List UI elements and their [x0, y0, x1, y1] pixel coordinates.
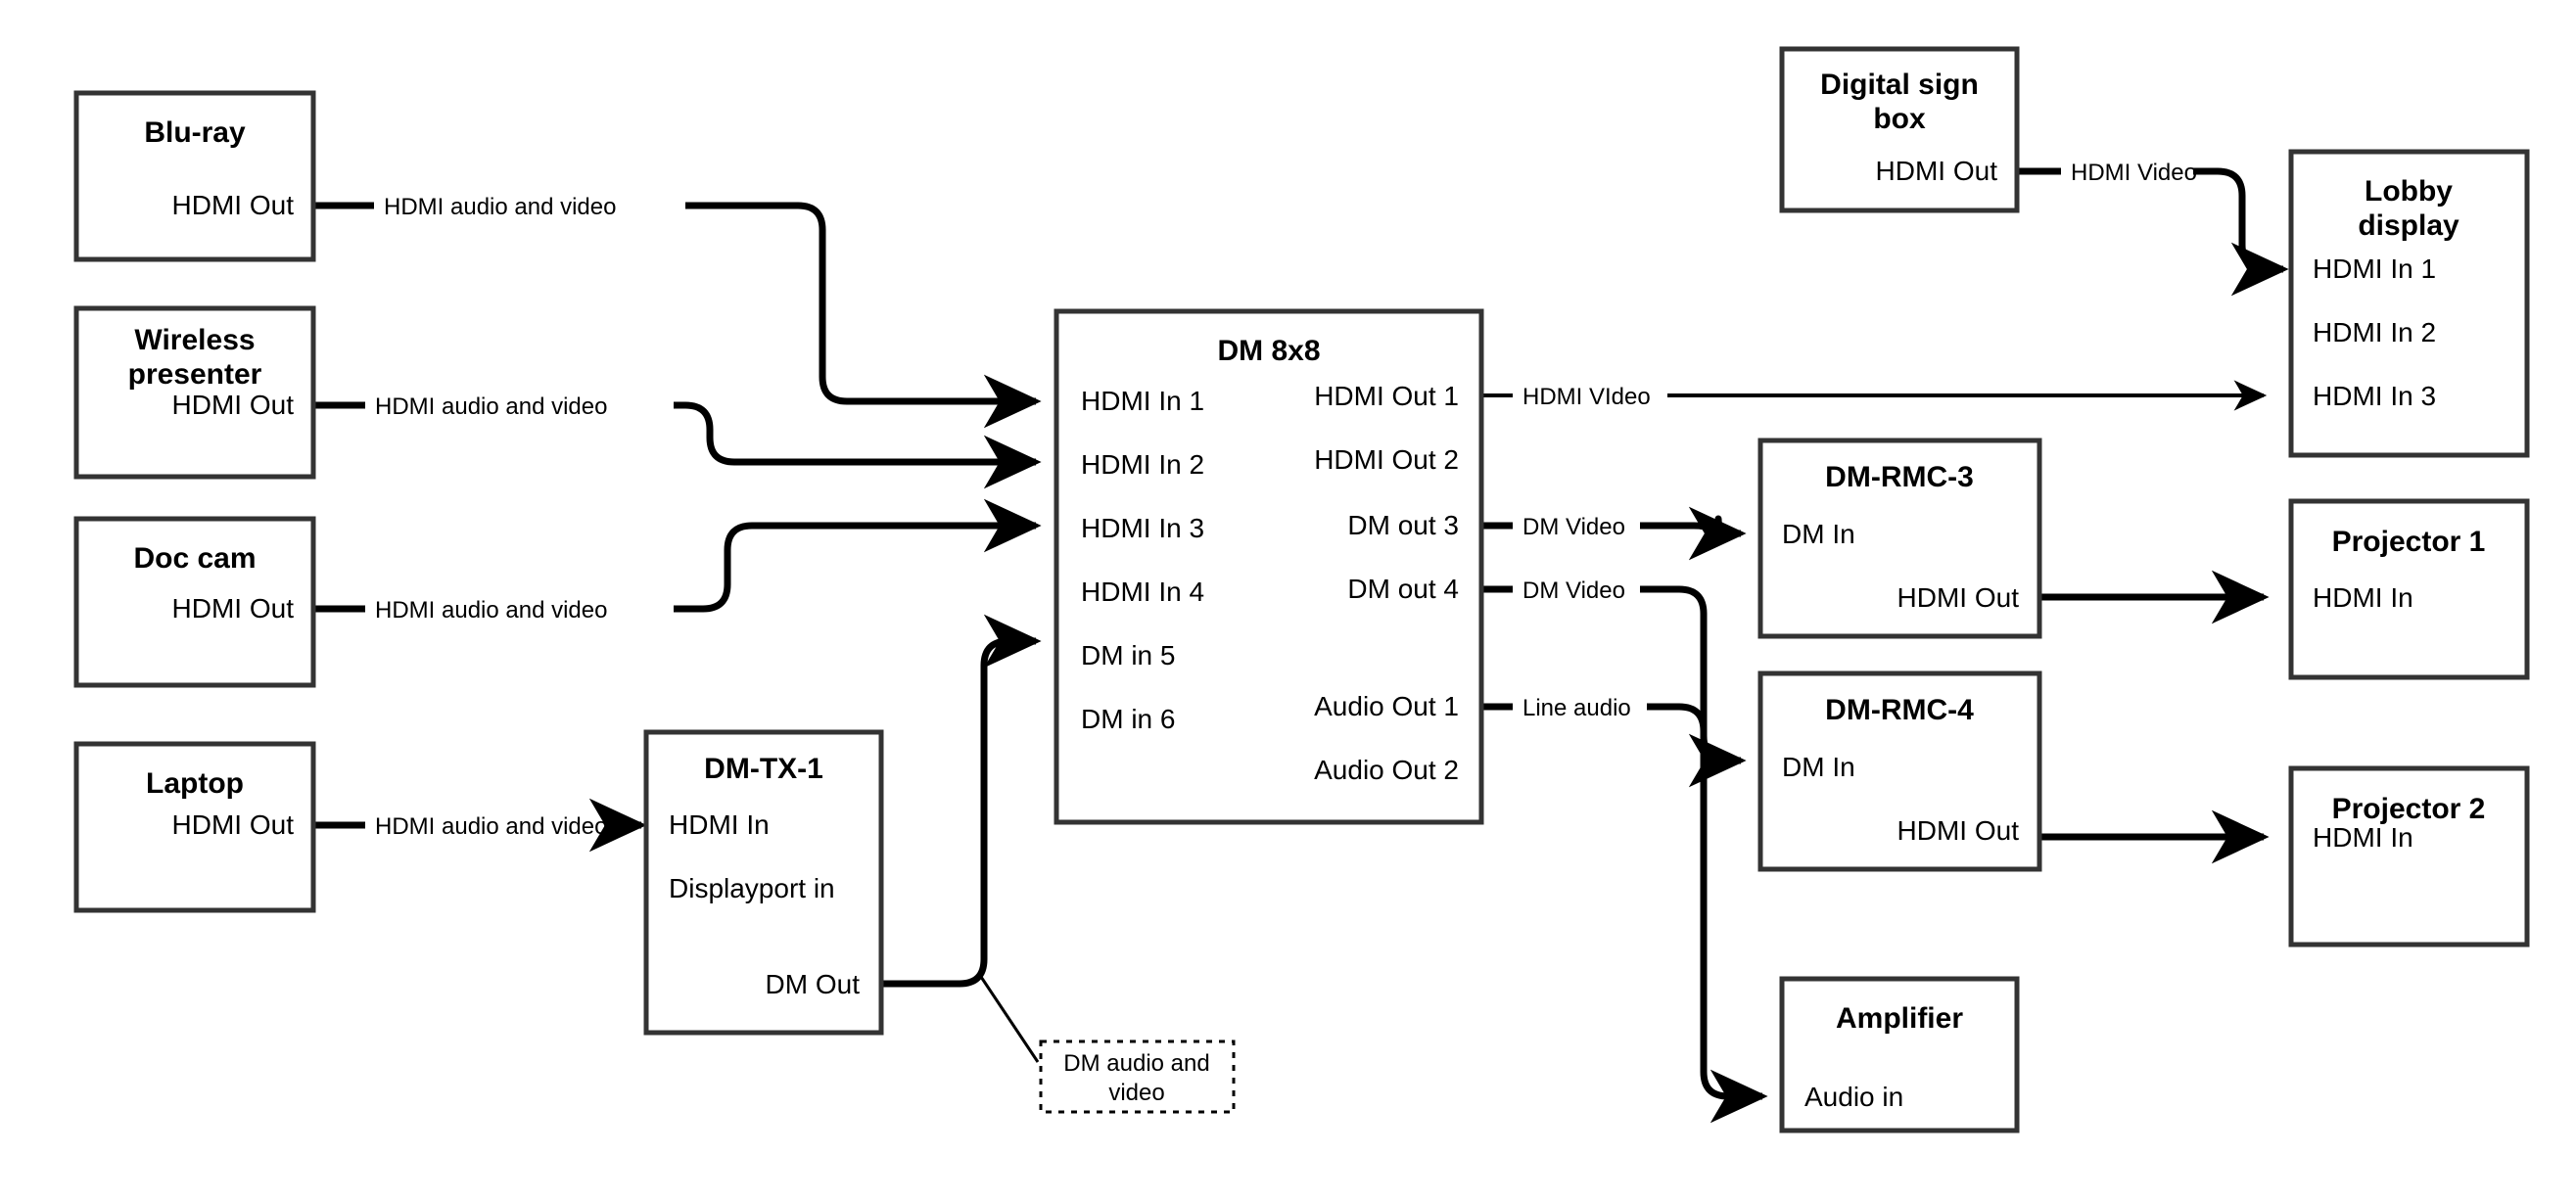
edge-label-doccam: HDMI audio and video: [375, 597, 607, 624]
edge-label-wireless: HDMI audio and video: [375, 393, 607, 420]
node-dm8x8-input-1: HDMI In 1: [1081, 386, 1204, 416]
node-dm8x8-input-4: HDMI In 4: [1081, 577, 1204, 607]
node-dm-rmc-4[interactable]: DM-RMC-4 DM In HDMI Out: [1757, 670, 2042, 872]
node-dm8x8-output-2: HDMI Out 2: [1314, 444, 1459, 475]
node-lobby-title-line2: display: [2358, 209, 2459, 242]
node-dm-tx-1[interactable]: DM-TX-1 HDMI In Displayport in DM Out: [643, 729, 884, 1036]
node-projector2-title: Projector 2: [2332, 793, 2486, 825]
node-dm8x8-input-3: HDMI In 3: [1081, 513, 1204, 543]
wire-bluray-to-dm8x8: HDMI audio and video: [313, 194, 1042, 429]
node-digitalsign-port-hdmi-out: HDMI Out: [1876, 156, 1998, 186]
node-projector1-port-hdmi-in: HDMI In: [2313, 582, 2413, 613]
node-lobby-input-1: HDMI In 1: [2313, 254, 2436, 284]
node-dm8x8-title: DM 8x8: [1217, 335, 1320, 367]
node-dm8x8-input-5: DM in 5: [1081, 640, 1175, 670]
wire-laptop-to-dmtx1: HDMI audio and video: [313, 798, 647, 853]
node-lobby-display[interactable]: Lobby display HDMI In 1 HDMI In 2 HDMI I…: [2288, 149, 2530, 458]
node-projector2-port-hdmi-in: HDMI In: [2313, 822, 2413, 853]
node-digitalsign-title-line1: Digital sign: [1820, 69, 1979, 101]
node-dmtx1-port-dm-out: DM Out: [766, 969, 861, 999]
node-dmtx1-port-displayport-in: Displayport in: [669, 873, 835, 903]
node-dm-8x8[interactable]: DM 8x8 HDMI In 1 HDMI In 2 HDMI In 3 HDM…: [1054, 308, 1484, 825]
node-dm8x8-output-1: HDMI Out 1: [1314, 381, 1459, 411]
node-projector-2[interactable]: Projector 2 HDMI In: [2288, 765, 2530, 947]
edge-label-bluray: HDMI audio and video: [384, 194, 616, 220]
node-lobby-title-line1: Lobby: [2365, 175, 2453, 208]
node-wireless-title-line2: presenter: [128, 358, 262, 391]
node-dm8x8-input-6: DM in 6: [1081, 704, 1175, 734]
wire-sign-to-lobby: HDMI Video: [2017, 160, 2289, 297]
node-dmrmc4-port-hdmi-out: HDMI Out: [1897, 815, 2020, 846]
edge-label-hdmi-video-sign: HDMI Video: [2071, 160, 2197, 186]
node-digital-sign-box[interactable]: Digital sign box HDMI Out: [1779, 46, 2020, 213]
node-dmrmc4-title: DM-RMC-4: [1825, 694, 1974, 726]
node-bluray[interactable]: Blu-ray HDMI Out: [73, 90, 316, 262]
node-laptop[interactable]: Laptop HDMI Out: [73, 741, 316, 913]
node-projector1-title: Projector 1: [2332, 526, 2486, 558]
node-dmrmc3-title: DM-RMC-3: [1825, 461, 1974, 493]
node-lobby-input-3: HDMI In 3: [2313, 381, 2436, 411]
node-dmrmc4-port-dm-in: DM In: [1782, 752, 1855, 782]
node-digitalsign-title-line2: box: [1873, 103, 1926, 135]
node-bluray-port-hdmi-out: HDMI Out: [172, 190, 295, 220]
edge-label-laptop: HDMI audio and video: [375, 813, 607, 840]
node-laptop-title: Laptop: [146, 767, 244, 800]
edge-label-hdmi-video-out1: HDMI VIdeo: [1522, 384, 1651, 410]
node-projector-1[interactable]: Projector 1 HDMI In: [2288, 498, 2530, 680]
wire-dmtx1-to-dm8x8: [881, 614, 1042, 988]
node-amplifier-title: Amplifier: [1836, 1002, 1963, 1035]
node-dm8x8-output-4: DM out 4: [1347, 574, 1459, 604]
node-wireless-title-line1: Wireless: [134, 324, 255, 356]
node-dm8x8-output-5: Audio Out 1: [1314, 691, 1459, 721]
wire-wireless-to-dm8x8: HDMI audio and video: [313, 393, 1042, 489]
wire-doccam-to-dm8x8: HDMI audio and video: [313, 498, 1042, 624]
node-doccam-title: Doc cam: [133, 542, 256, 575]
node-wireless-port-hdmi-out: HDMI Out: [172, 390, 295, 420]
node-amplifier-port-audio-in: Audio in: [1804, 1082, 1903, 1112]
node-lobby-input-2: HDMI In 2: [2313, 317, 2436, 347]
node-dmrmc3-port-dm-in: DM In: [1782, 519, 1855, 549]
node-doccam-port-hdmi-out: HDMI Out: [172, 593, 295, 624]
node-dmrmc3-port-hdmi-out: HDMI Out: [1897, 582, 2020, 613]
callout-line1: DM audio and: [1063, 1050, 1209, 1077]
wire-dm8x8-out4-to-rmc4: DM Video: [1481, 577, 1747, 788]
node-doc-cam[interactable]: Doc cam HDMI Out: [73, 516, 316, 688]
wire-dm8x8-out3-to-rmc3: DM Video: [1481, 506, 1747, 561]
node-wireless-presenter[interactable]: Wireless presenter HDMI Out: [73, 305, 316, 480]
node-dm8x8-output-3: DM out 3: [1347, 510, 1459, 540]
node-dm8x8-input-2: HDMI In 2: [1081, 449, 1204, 480]
edge-label-dm-video-4: DM Video: [1522, 577, 1625, 604]
node-dmtx1-port-hdmi-in: HDMI In: [669, 809, 770, 840]
node-dm8x8-output-6: Audio Out 2: [1314, 755, 1459, 785]
node-bluray-title: Blu-ray: [144, 116, 246, 149]
wire-dm8x8-audio1-to-amp: Line audio: [1481, 695, 1768, 1124]
wire-dm8x8-out1-to-lobby: HDMI VIdeo: [1481, 380, 2268, 411]
node-dmtx1-title: DM-TX-1: [704, 753, 823, 785]
callout-leader-dm-link: [977, 973, 1040, 1063]
edge-label-line-audio: Line audio: [1522, 695, 1631, 721]
node-dm-rmc-3[interactable]: DM-RMC-3 DM In HDMI Out: [1757, 438, 2042, 639]
node-amplifier[interactable]: Amplifier Audio in: [1779, 976, 2020, 1133]
callout-dm-audio-and-video: DM audio and video: [1039, 1039, 1236, 1114]
node-laptop-port-hdmi-out: HDMI Out: [172, 809, 295, 840]
callout-line2: video: [1108, 1080, 1164, 1106]
edge-label-dm-video-3: DM Video: [1522, 514, 1625, 540]
